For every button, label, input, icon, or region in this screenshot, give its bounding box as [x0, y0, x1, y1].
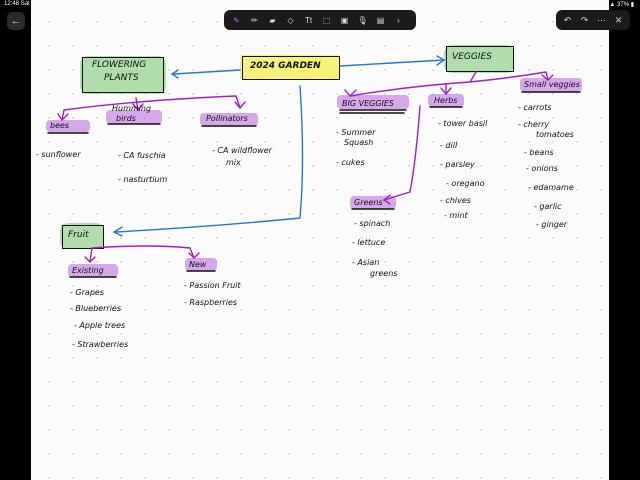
- greens-item-3: greens: [370, 269, 398, 278]
- lasso-icon[interactable]: ⬚: [322, 15, 331, 25]
- box-flowering: [82, 57, 164, 93]
- new-label: New: [189, 260, 207, 269]
- small-item-6: - garlic: [534, 202, 562, 211]
- back-button[interactable]: ←: [7, 12, 25, 30]
- existing-label: Existing: [72, 266, 104, 275]
- text-icon[interactable]: Tt: [304, 15, 313, 25]
- small-item-2: tomatoes: [536, 130, 574, 139]
- battery-indicator: ▲ 37% ▮: [609, 2, 634, 8]
- new-item-1: - Raspberries: [184, 298, 238, 307]
- image-icon[interactable]: ▣: [340, 15, 349, 25]
- veggies-title: VEGGIES: [452, 52, 492, 62]
- bees-label: bees: [50, 121, 70, 130]
- highlight-green-flowering: [80, 56, 166, 94]
- eraser-icon[interactable]: ◇: [287, 15, 294, 25]
- history-toolbar: ↶ ↷ ⋯ ✕: [556, 10, 630, 30]
- drawing-toolbar: ✎ ✏ ▰ ◇ Tt ⬚ ▣ 🎙 ▤ ›: [224, 10, 416, 30]
- arrow-left-icon: ←: [10, 15, 22, 27]
- fruit-title: Fruit: [68, 230, 89, 240]
- flowering-title-line2: PLANTS: [104, 73, 139, 83]
- flowering-title-line1: FLOWERING: [92, 60, 147, 70]
- greens-item-2: - Asian: [352, 258, 380, 267]
- greens-item-1: - lettuce: [352, 238, 386, 247]
- hummingbirds-label-2: birds: [116, 114, 136, 123]
- highlight-herbs: [428, 94, 464, 107]
- big-item-1: Squash: [344, 138, 374, 147]
- hb-item-1: - nasturtium: [118, 175, 168, 184]
- small-item-1: - cherry: [518, 120, 550, 129]
- highlight-new: [185, 258, 217, 271]
- bees-item-0: - sunflower: [36, 150, 81, 159]
- herb-item-1: - dill: [440, 141, 458, 150]
- pollinators-label: Pollinators: [206, 114, 248, 123]
- herb-item-0: - tower basil: [438, 119, 488, 128]
- pencil-icon[interactable]: ✏: [251, 15, 258, 25]
- pol-item-line2: mix: [226, 158, 241, 167]
- marker-icon[interactable]: ▰: [269, 15, 276, 25]
- greens-label: Greens: [354, 198, 383, 207]
- close-icon[interactable]: ✕: [614, 14, 623, 25]
- more-icon[interactable]: ›: [397, 15, 400, 25]
- box-veggies: [446, 46, 514, 72]
- existing-item-2: - Apple trees: [74, 321, 126, 330]
- pen-icon[interactable]: ✎: [233, 15, 240, 25]
- box-center: [242, 56, 340, 80]
- big-item-0: - Summer: [336, 128, 376, 137]
- hb-item-0: - CA fuschia: [118, 151, 166, 160]
- herb-item-4: - chives: [440, 196, 471, 205]
- box-fruit: [62, 225, 104, 249]
- highlight-pollinators: [200, 113, 258, 126]
- small-item-0: - carrots: [518, 103, 552, 112]
- undo-icon[interactable]: ↶: [563, 14, 572, 25]
- herb-item-2: - parsley: [440, 160, 475, 169]
- small-item-5: - edamame: [528, 183, 574, 192]
- center-title: 2024 GARDEN: [250, 61, 321, 71]
- hummingbirds-label-1: Humming: [112, 104, 152, 113]
- highlight-bees: [46, 120, 90, 132]
- more-options-icon[interactable]: ⋯: [597, 14, 606, 25]
- mic-icon[interactable]: 🎙: [357, 15, 368, 25]
- small-veggies-label: Small veggies: [524, 80, 580, 89]
- highlight-big-veggies: [337, 95, 409, 109]
- existing-item-0: - Grapes: [70, 288, 104, 297]
- highlight-green-veggies: [444, 45, 514, 73]
- small-item-7: - ginger: [536, 220, 568, 229]
- highlight-green-fruit: [60, 223, 104, 249]
- existing-item-3: - Strawberries: [72, 340, 129, 349]
- pol-item-line1: - CA wildflower: [212, 146, 272, 155]
- highlight-yellow-center: [240, 55, 340, 79]
- highlight-hummingbirds: [106, 110, 162, 124]
- small-item-3: - beans: [524, 148, 554, 157]
- existing-item-1: - Blueberries: [70, 304, 122, 313]
- highlight-small-veggies: [520, 78, 582, 92]
- herb-item-5: - mint: [444, 211, 468, 220]
- herbs-label: Herbs: [434, 96, 458, 105]
- big-item-2: - cukes: [336, 158, 365, 167]
- status-bar: 12:48 Sat ▲ 37% ▮: [0, 0, 640, 10]
- small-item-4: - onions: [526, 164, 558, 173]
- herb-item-3: - oregano: [446, 179, 485, 188]
- sticker-icon[interactable]: ▤: [376, 15, 385, 25]
- new-item-0: - Passion Fruit: [184, 281, 241, 290]
- clock: 12:48 Sat: [4, 1, 30, 7]
- redo-icon[interactable]: ↷: [580, 14, 589, 25]
- highlight-existing: [68, 264, 118, 277]
- big-veggies-label: BIG VEGGIES: [342, 99, 395, 108]
- greens-item-0: - spinach: [354, 219, 391, 228]
